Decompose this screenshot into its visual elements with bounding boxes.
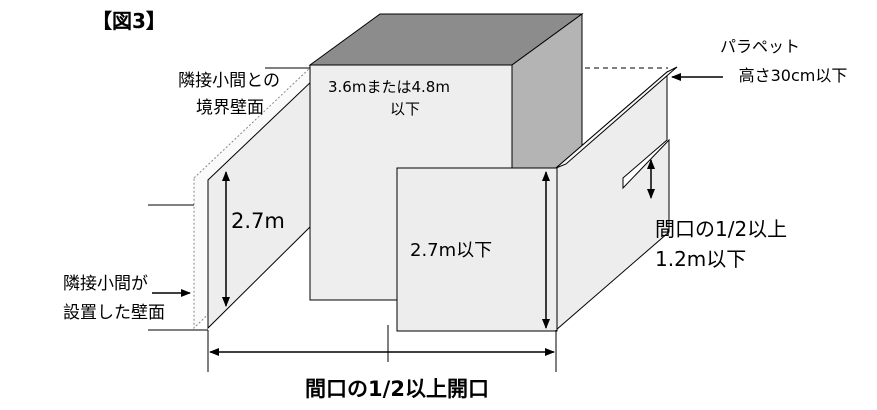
neighbor-wall-label-line2: 設置した壁面 — [63, 303, 165, 323]
booth-height-label-line2: 以下 — [390, 100, 420, 118]
right-side-wall — [555, 70, 670, 332]
opening-half-label-line1: 間口の1/2以上 — [655, 217, 787, 241]
boundary-wall-label-line1: 隣接小間との — [178, 71, 280, 91]
figure-label: 【図3】 — [92, 9, 166, 33]
parapet-label-line1: パラペット — [720, 37, 800, 56]
parapet-strip — [555, 66, 678, 169]
parapet-label-line2: 高さ30cm以下 — [739, 66, 848, 85]
front-wall-panel — [396, 167, 558, 332]
booth-height-label-line1: 3.6mまたは4.8m — [328, 78, 450, 96]
neighbor-wall-label-line1: 隣接小間が — [63, 274, 148, 294]
bottom-caption: 間口の1/2以上開口 — [305, 377, 489, 401]
front-wall-height-label: 2.7m以下 — [410, 240, 492, 261]
boundary-wall-label-line2: 境界壁面 — [196, 98, 264, 118]
opening-half-label-line2: 1.2m以下 — [655, 247, 746, 271]
side-wall-height-label: 2.7m — [231, 209, 285, 233]
